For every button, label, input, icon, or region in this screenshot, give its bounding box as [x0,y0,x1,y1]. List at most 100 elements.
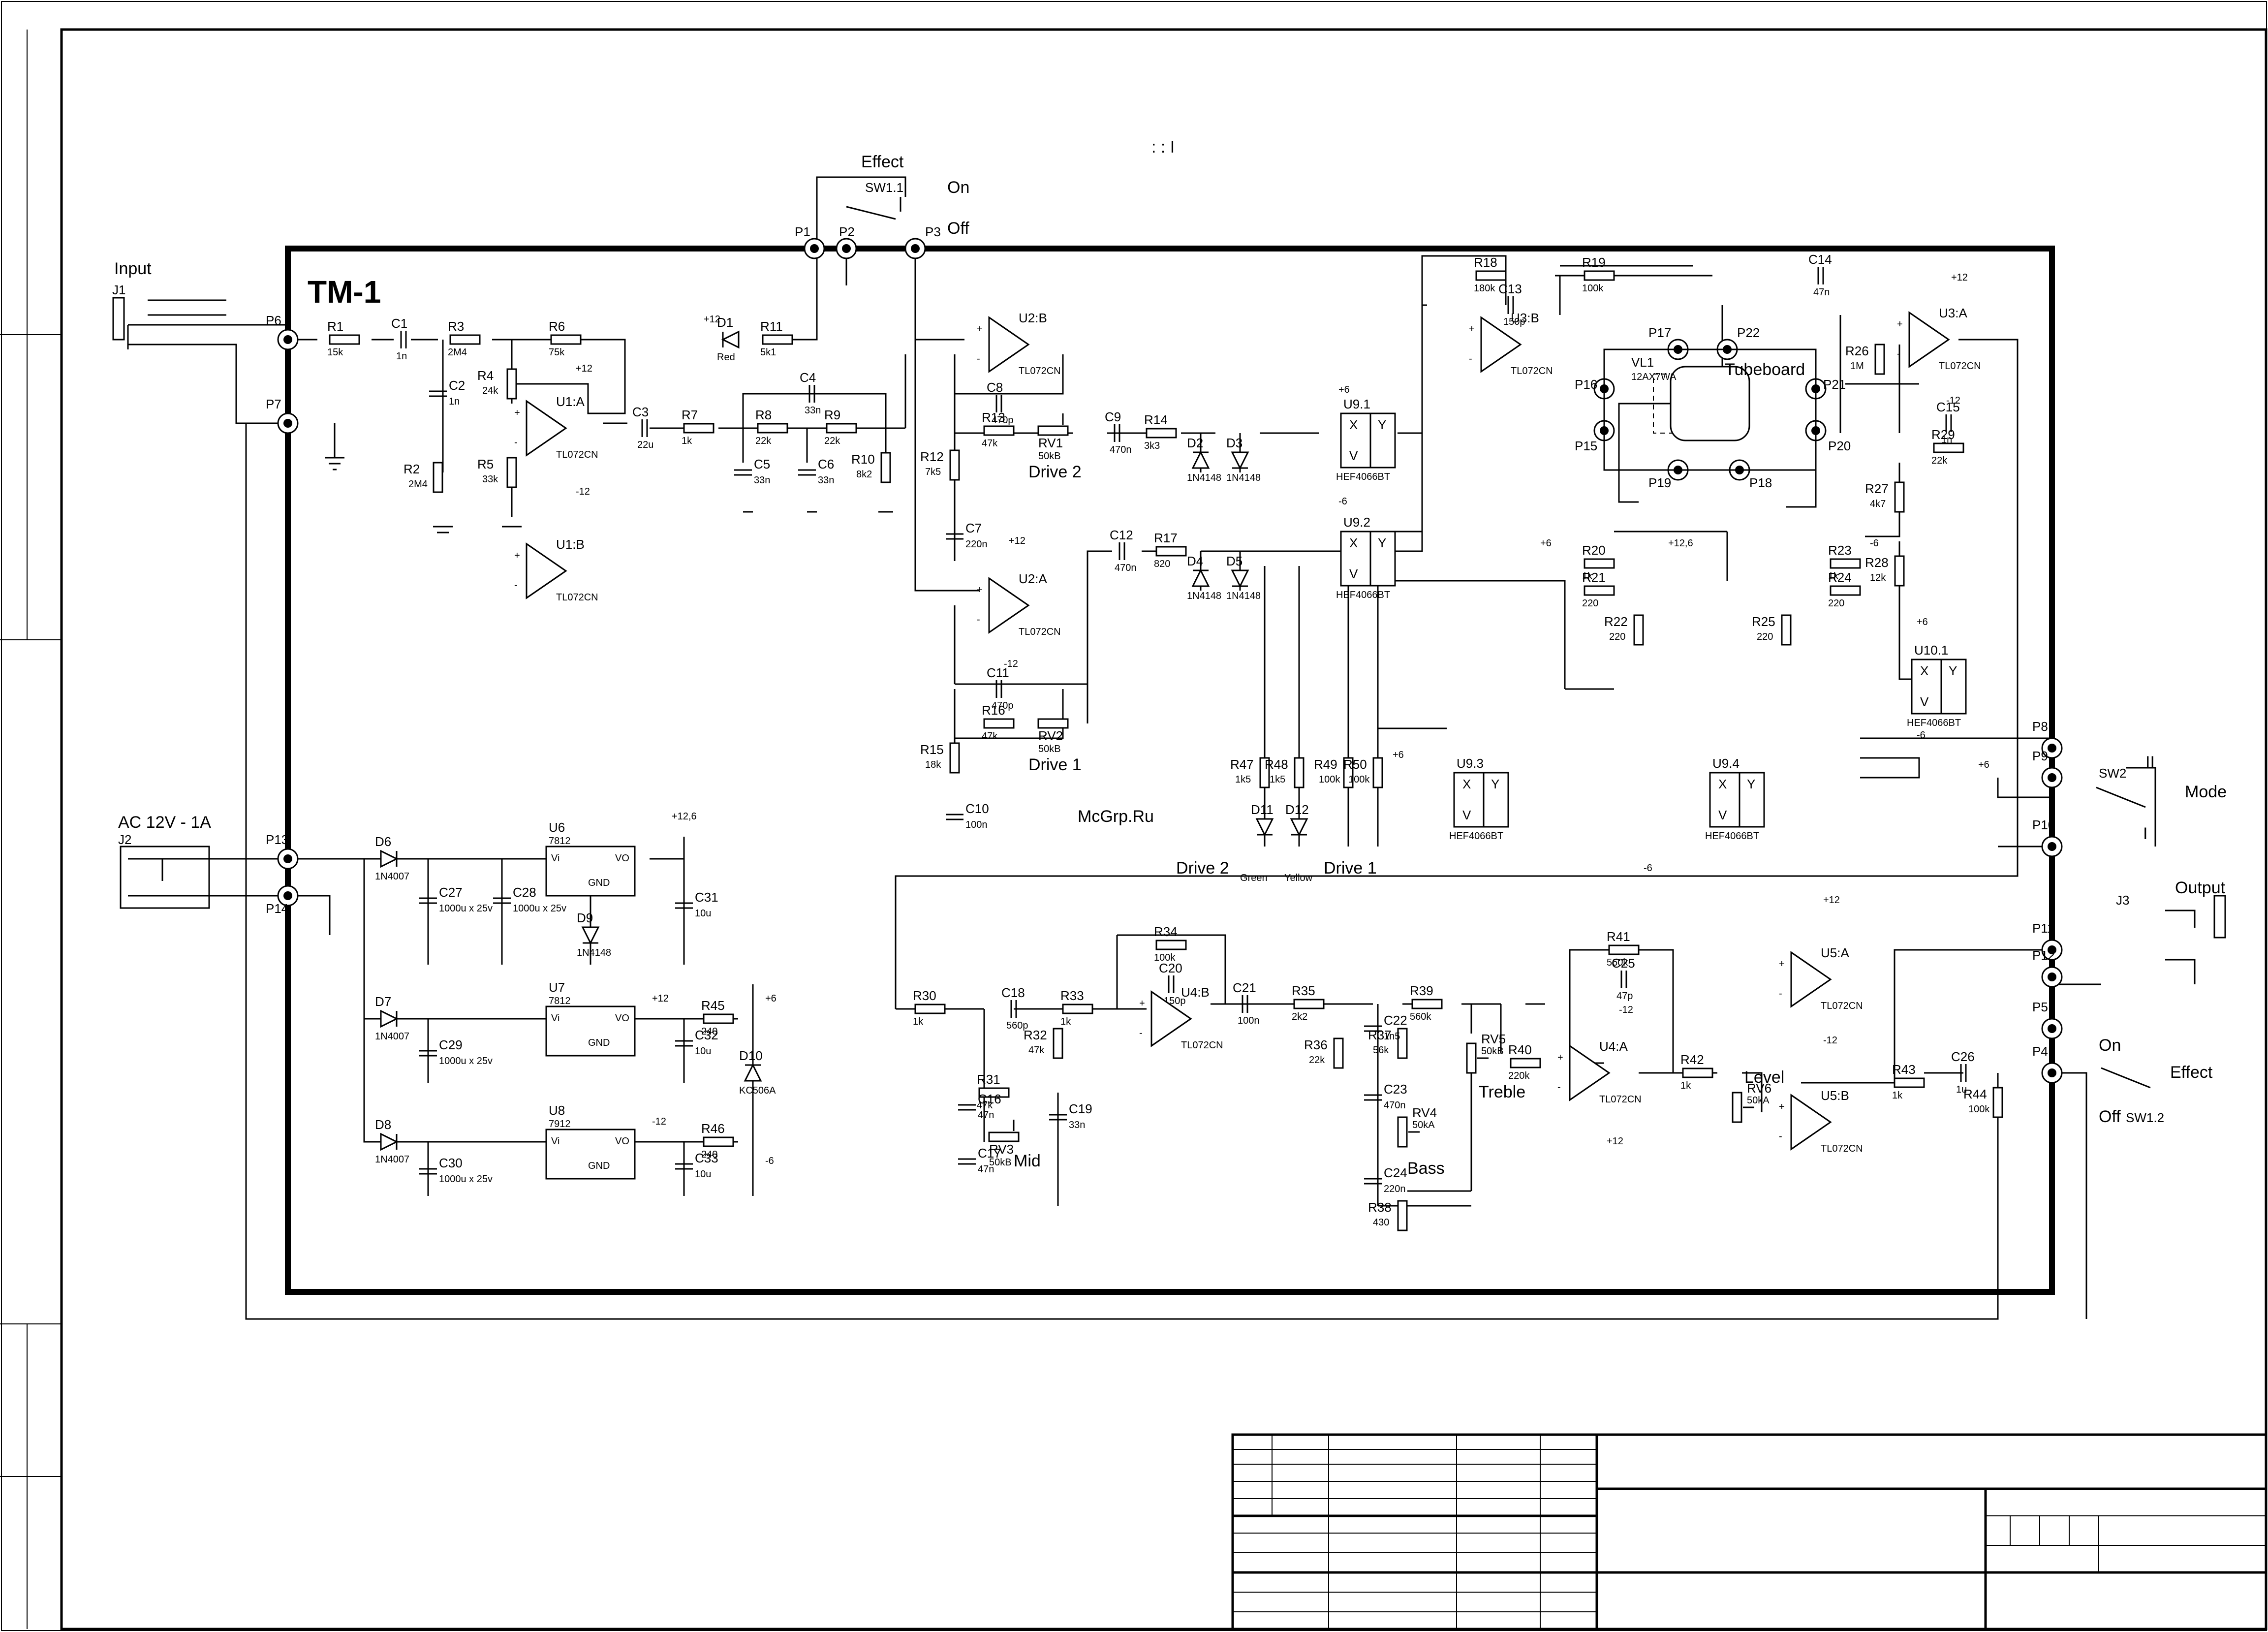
resistor-ref-r46: R46 [701,1121,725,1136]
j3-ref: J3 [2116,893,2129,908]
pot-ref-rv1: RV1 [1038,436,1063,450]
capacitor-val-c17: 47n [978,1164,994,1175]
resistor-val-r39: 560k [1410,1011,1431,1022]
resistor-val-r12: 7k5 [925,467,941,477]
pad-p16: P16 [1575,377,1615,400]
rail-u1-m12: -12 [576,486,590,497]
capacitor-ref-c27: C27 [439,885,463,900]
opamp-minus-u3-b: - [1469,353,1472,364]
capacitor-ref-c24: C24 [1384,1165,1407,1180]
resistor-val-r34: 100k [1154,952,1176,963]
opamp-minus-u4-b: - [1139,1028,1143,1038]
pot-val-rv6: 50kA [1747,1095,1770,1106]
sw2-pos2-label: II [2145,753,2155,772]
pad-p11: P11 [2032,921,2063,961]
opamp-minus-u1-b: - [514,580,518,591]
resistor-ref-r38: R38 [1368,1200,1392,1215]
resistor-ref-r15: R15 [920,742,944,757]
rail-d1-p12: +12 [704,314,720,325]
capacitor-val-c29: 1000u x 25v [439,1056,493,1067]
resistor-ref-r34: R34 [1154,924,1178,939]
regulator-ref-u7: U7 [549,980,565,995]
opamp-val-u1-b: TL072CN [556,592,598,603]
capacitors-layer: C11nC21nC322uC433nC533nC633nC7220nC8470p… [391,252,1975,1194]
pad-label-p5: P5 [2032,1000,2048,1014]
resistor-ref-r27: R27 [1865,481,1889,496]
capacitor-val-c6: 33n [818,475,834,486]
capacitor-ref-c19: C19 [1069,1101,1092,1116]
capacitor-val-c8: 470p [992,415,1014,426]
switch-ic-ref-u9-4: U9.4 [1712,756,1740,771]
rail-u94-m6: -6 [1644,863,1652,874]
j1-ref: J1 [112,282,125,297]
resistor-val-r36: 22k [1309,1055,1325,1066]
resistor-ref-r22: R22 [1604,614,1628,629]
resistor-val-r5: 33k [482,474,498,485]
diode-ref-d1: D1 [717,315,733,330]
rail-u1-p12: +12 [576,363,592,374]
pot-ref-rv6: RV6 [1747,1081,1771,1096]
pad-p2: P2 [836,224,857,259]
diode-val-d2: 1N4148 [1187,472,1221,483]
pad-p22: P22 [1716,325,1760,360]
pad-label-p22: P22 [1737,325,1760,340]
capacitor-ref-c1: C1 [391,316,407,331]
pad-label-p10: P10 [2032,817,2055,832]
opamp-minus-u3-a: - [1897,348,1900,359]
resistor-val-r50: 100k [1348,774,1370,785]
capacitor-ref-c32: C32 [695,1028,718,1042]
sw2-ref: SW2 [2099,766,2126,781]
resistor-val-r28: 12k [1870,572,1886,583]
resistor-val-r27: 4k7 [1870,499,1886,509]
resistor-ref-r40: R40 [1508,1042,1532,1057]
resistor-ref-r9: R9 [824,408,840,422]
resistor-val-r19: 100k [1582,283,1604,294]
drive2-led-label: Drive 2 [1176,859,1229,878]
resistor-val-r49: 100k [1319,774,1340,785]
regulator-vi-u8: Vi [551,1136,559,1147]
pad-label-p12: P12 [2032,948,2055,963]
resistor-val-r24: 220 [1828,598,1844,609]
tube-val: 12AX7WA [1631,372,1677,382]
bass-label: Bass [1407,1159,1445,1178]
resistor-ref-r19: R19 [1582,255,1606,270]
jack-j1: J1 Input [112,259,152,341]
drive1-label: Drive 1 [1028,755,1082,774]
capacitor-val-c26: 1u [1956,1084,1967,1095]
capacitor-val-c11: 470p [992,700,1014,711]
rail-u5a-p12: +12 [1823,895,1840,906]
switch-ic-x-u9-4: X [1718,777,1727,791]
diode-val-d1: Red [717,352,735,363]
capacitor-val-c28: 1000u x 25v [513,903,566,914]
switch-ic-ref-u9-1: U9.1 [1343,397,1370,411]
resistor-ref-r8: R8 [755,408,772,422]
rail-u2a-m12: -12 [1004,659,1018,669]
